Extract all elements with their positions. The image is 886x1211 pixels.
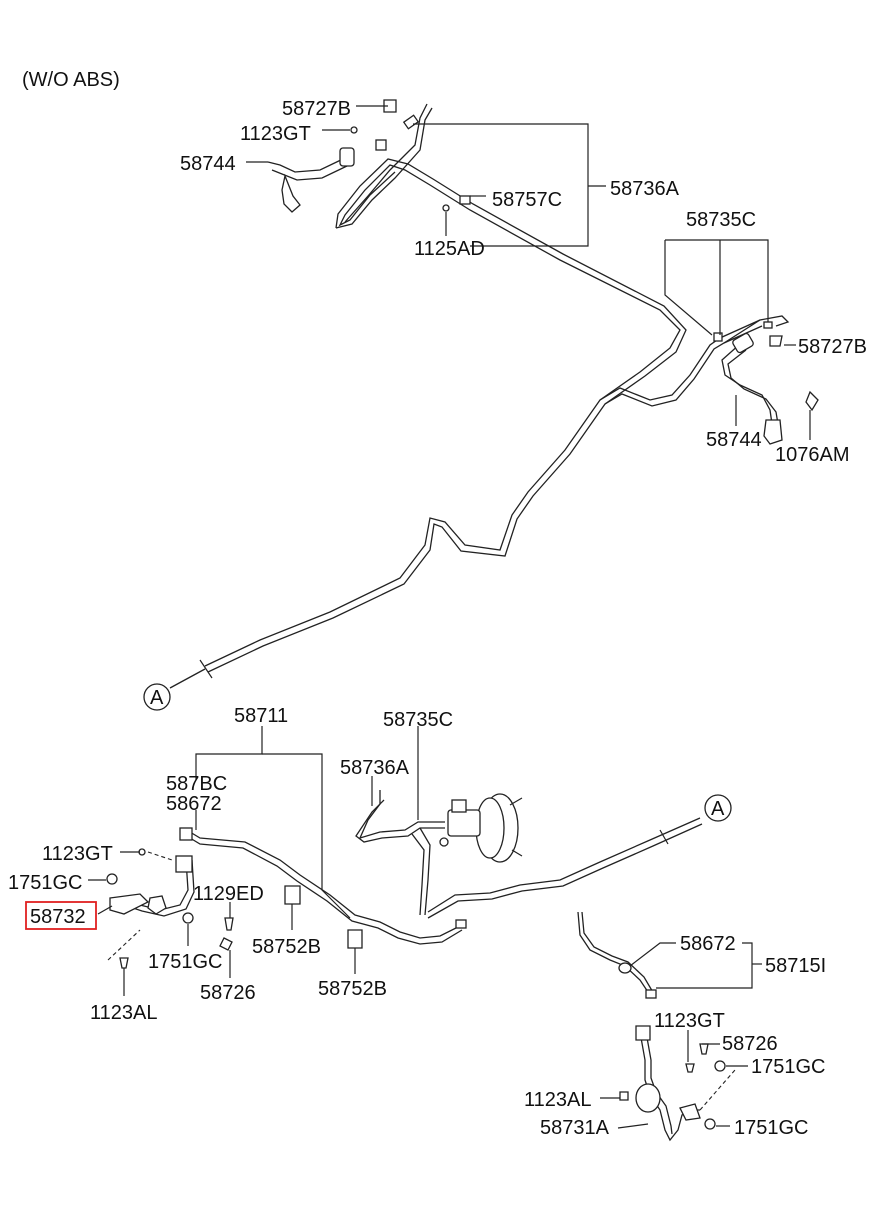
label-58727B-upper[interactable]: 58727B <box>282 98 351 120</box>
label-58711[interactable]: 58711 <box>234 705 288 727</box>
label-58672-left[interactable]: 58672 <box>166 793 222 815</box>
label-1751GC-right-upper[interactable]: 1751GC <box>751 1056 826 1078</box>
part-labels: 58727B 1123GT 58744 58757C 58736A 1125AD… <box>8 98 867 1139</box>
svg-text:A: A <box>711 798 725 820</box>
label-58726-left[interactable]: 58726 <box>200 982 256 1004</box>
lower-leader-lines <box>88 726 762 1129</box>
label-58727B-right[interactable]: 58727B <box>798 336 867 358</box>
label-58757C[interactable]: 58757C <box>492 189 562 211</box>
label-1751GC-right-lower[interactable]: 1751GC <box>734 1117 809 1139</box>
label-1125AD[interactable]: 1125AD <box>414 238 485 260</box>
upper-brake-tube-assembly <box>169 99 819 689</box>
label-58735C-lower[interactable]: 58735C <box>383 709 453 731</box>
label-1751GC-mid[interactable]: 1751GC <box>148 951 223 973</box>
upper-leader-lines <box>246 105 811 440</box>
label-58752B-lower[interactable]: 58752B <box>318 978 387 1000</box>
connector-a-upper: A <box>143 683 171 711</box>
label-58732[interactable]: 58732 <box>30 906 86 928</box>
label-58752B-upper[interactable]: 58752B <box>252 936 321 958</box>
label-1076AM[interactable]: 1076AM <box>775 444 850 466</box>
label-58744-upper[interactable]: 58744 <box>180 153 236 175</box>
label-58736A-upper[interactable]: 58736A <box>610 178 680 200</box>
label-58735C-upper[interactable]: 58735C <box>686 209 756 231</box>
connector-a-lower: A <box>704 794 732 822</box>
label-58731A[interactable]: 58731A <box>540 1117 610 1139</box>
label-587BC[interactable]: 587BC <box>166 773 227 795</box>
label-1123GT-upper[interactable]: 1123GT <box>240 123 311 145</box>
label-58726-right[interactable]: 58726 <box>722 1033 778 1055</box>
svg-text:A: A <box>150 687 164 709</box>
label-1123GT-left[interactable]: 1123GT <box>42 843 113 865</box>
label-58715I[interactable]: 58715I <box>765 955 826 977</box>
variant-title: (W/O ABS) <box>22 69 120 91</box>
highlight-box-58732 <box>25 901 97 930</box>
label-1129ED[interactable]: 1129ED <box>193 883 264 905</box>
label-58672-right[interactable]: 58672 <box>680 933 736 955</box>
label-58736A-lower[interactable]: 58736A <box>340 757 410 779</box>
label-1751GC-left[interactable]: 1751GC <box>8 872 83 894</box>
lower-brake-tube-assembly <box>106 790 736 1142</box>
label-1123AL-left[interactable]: 1123AL <box>90 1002 157 1024</box>
label-1123GT-right[interactable]: 1123GT <box>654 1010 725 1032</box>
label-58744-right[interactable]: 58744 <box>706 429 762 451</box>
label-1123AL-right[interactable]: 1123AL <box>524 1089 591 1111</box>
